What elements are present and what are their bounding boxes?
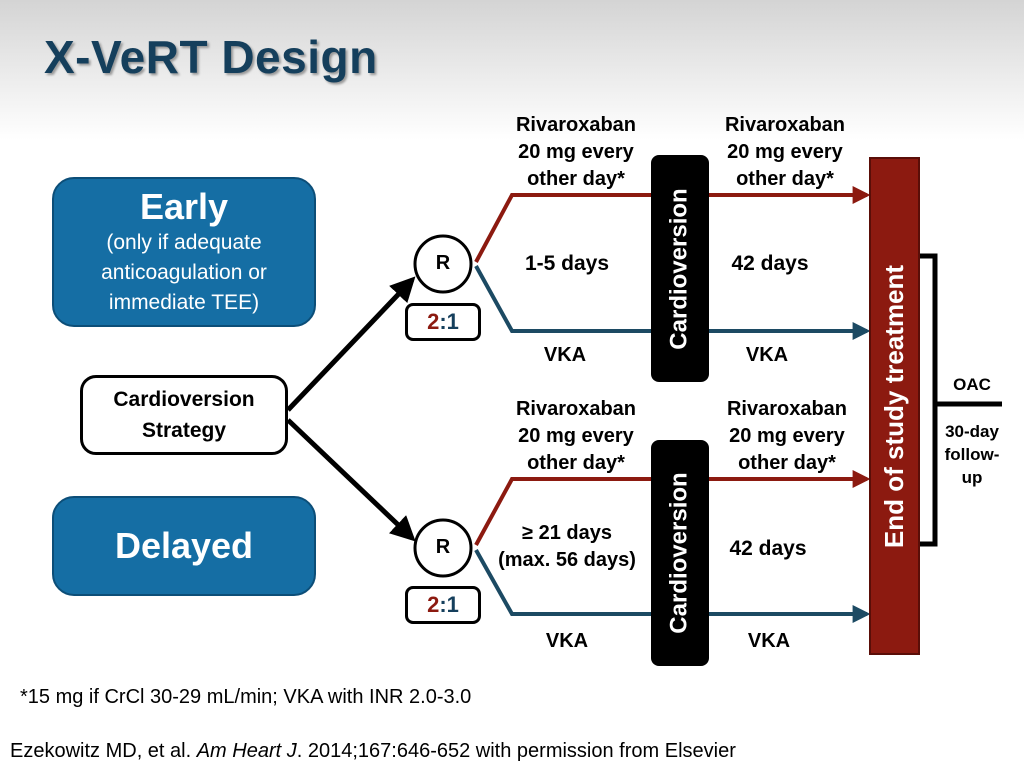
bottom-post-vka: VKA xyxy=(747,630,791,652)
label-line: Rivaroxaban xyxy=(515,114,637,136)
label-line: 20 mg every xyxy=(518,141,634,163)
label-line: (max. 56 days) xyxy=(498,549,636,571)
arrow-to-early-randomization xyxy=(286,276,416,412)
ratio-right: 1 xyxy=(446,592,459,617)
label-line: 20 mg every xyxy=(729,425,845,447)
ratio-left: 2 xyxy=(427,309,440,334)
label-line: other day* xyxy=(527,452,625,474)
cardioversion-label-bottom: Cardioversion xyxy=(666,472,694,634)
header-band xyxy=(0,0,1024,140)
bottom-pre-duration: ≥ 21 days (max. 56 days) xyxy=(484,520,650,574)
ratio-sep: : xyxy=(439,309,447,334)
bottom-rivaroxaban-path xyxy=(474,470,871,546)
citation-authors: Ezekowitz MD, et al. xyxy=(10,740,197,762)
label-line: 20 mg every xyxy=(727,141,843,163)
oac-label: OAC xyxy=(953,375,991,394)
delayed-box: Delayed xyxy=(52,496,316,596)
strategy-line-1: Cardioversion xyxy=(113,388,255,411)
label-line: follow- xyxy=(944,445,1000,464)
top-pre-vka: VKA xyxy=(543,344,587,366)
ratio-right: 1 xyxy=(446,309,459,334)
top-post-duration: 42 days xyxy=(731,252,809,275)
early-heading: Early xyxy=(139,186,229,227)
slide-title: X-VeRT Design xyxy=(44,31,378,83)
label-line: Rivaroxaban xyxy=(515,398,637,420)
label-line: Rivaroxaban xyxy=(726,398,848,420)
bottom-pre-rivaroxaban: Rivaroxaban 20 mg every other day* xyxy=(496,396,656,477)
early-line-2: anticoagulation or xyxy=(101,261,267,284)
randomization-label-bottom: R xyxy=(435,536,451,558)
top-post-vka: VKA xyxy=(745,344,789,366)
arrow-to-delayed-randomization xyxy=(286,418,416,542)
strategy-line-2: Strategy xyxy=(141,419,227,442)
delayed-heading: Delayed xyxy=(114,525,254,566)
top-pre-rivaroxaban: Rivaroxaban 20 mg every other day* xyxy=(496,112,656,193)
label-line: 20 mg every xyxy=(518,425,634,447)
ratio-badge-top: 2:1 xyxy=(405,303,481,341)
bottom-pre-vka: VKA xyxy=(545,630,589,652)
label-line: ≥ 21 days xyxy=(522,522,612,544)
ratio-left: 2 xyxy=(427,592,440,617)
label-line: up xyxy=(961,468,983,487)
cardioversion-bar-top: Cardioversion xyxy=(651,155,709,382)
follow-up-label: 30-day follow- up xyxy=(940,420,1004,489)
top-pre-duration: 1-5 days xyxy=(524,252,610,275)
end-of-study-label: End of study treatment xyxy=(879,264,910,548)
label-line: other day* xyxy=(738,452,836,474)
bottom-vka-path xyxy=(474,549,871,623)
early-box: Early (only if adequate anticoagulation … xyxy=(52,177,316,327)
randomization-node-bottom xyxy=(413,518,473,578)
label-line: Rivaroxaban xyxy=(724,114,846,136)
bottom-post-rivaroxaban: Rivaroxaban 20 mg every other day* xyxy=(702,396,872,477)
randomization-label-top: R xyxy=(435,252,451,274)
citation-rest: . 2014;167:646-652 with permission from … xyxy=(296,740,736,762)
early-line-1: (only if adequate xyxy=(106,231,262,254)
ratio-sep: : xyxy=(439,592,447,617)
randomization-node-top xyxy=(413,234,473,294)
early-line-3: immediate TEE) xyxy=(108,291,260,314)
cardioversion-strategy-box: Cardioversion Strategy xyxy=(80,375,288,455)
ratio-badge-bottom: 2:1 xyxy=(405,586,481,624)
cardioversion-label-top: Cardioversion xyxy=(666,187,694,350)
footnote: *15 mg if CrCl 30-29 mL/min; VKA with IN… xyxy=(20,686,472,708)
follow-up-bracket xyxy=(916,253,938,547)
end-of-study-bar: End of study treatment xyxy=(869,157,920,655)
label-line: other day* xyxy=(527,168,625,190)
cardioversion-bar-bottom: Cardioversion xyxy=(651,440,709,666)
top-vka-path xyxy=(474,265,871,340)
citation: Ezekowitz MD, et al. Am Heart J. 2014;16… xyxy=(10,740,736,763)
bottom-post-duration: 42 days xyxy=(729,537,807,560)
citation-journal: Am Heart J xyxy=(196,740,297,762)
top-rivaroxaban-path xyxy=(474,186,871,263)
label-line: other day* xyxy=(736,168,834,190)
label-line: 30-day xyxy=(945,422,999,441)
top-post-rivaroxaban: Rivaroxaban 20 mg every other day* xyxy=(700,112,870,193)
